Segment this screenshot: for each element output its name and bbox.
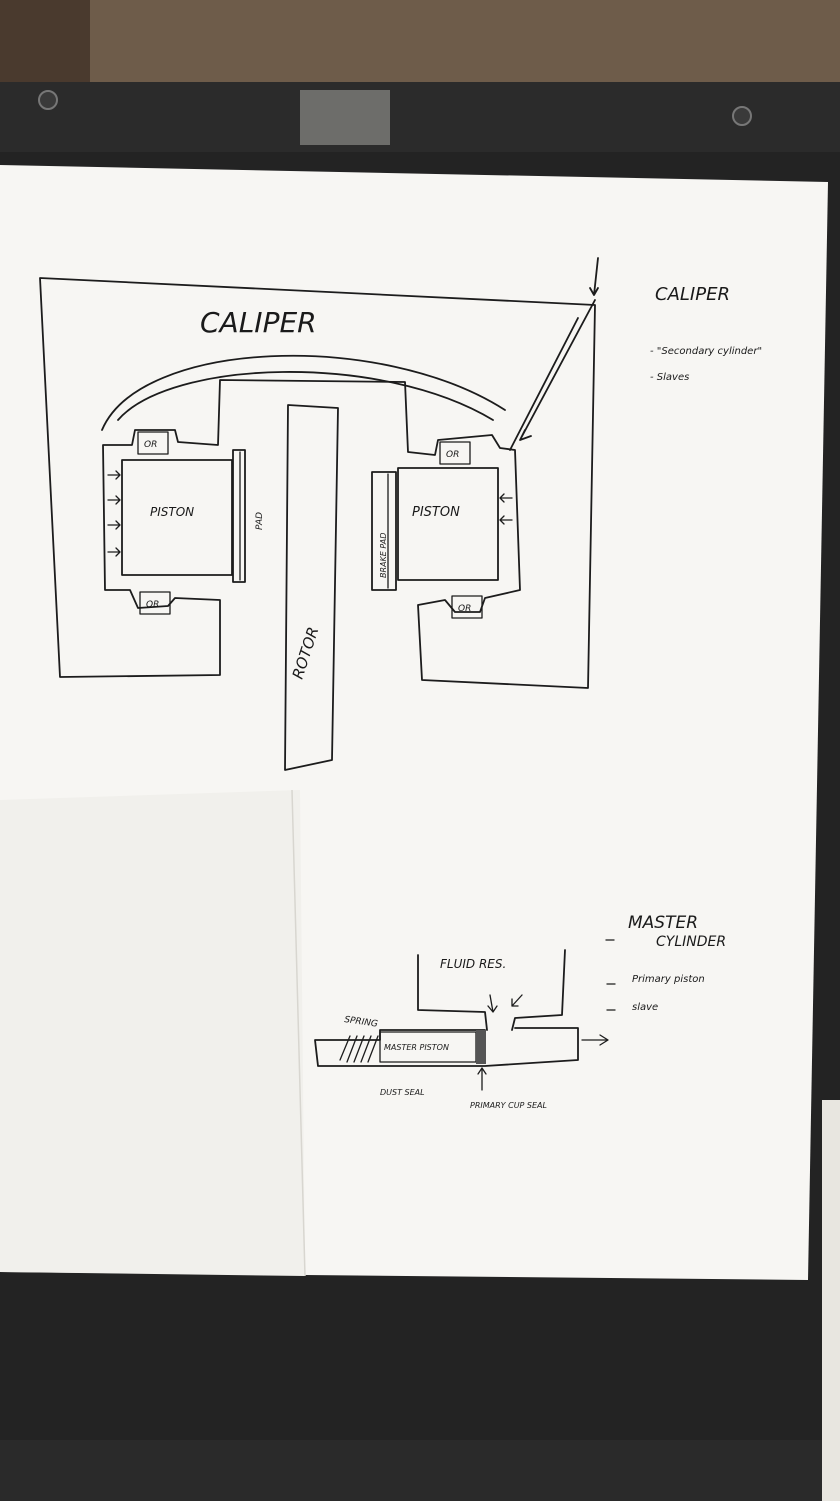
left-pad bbox=[232, 449, 246, 583]
caliper-note-2: - Slaves bbox=[650, 372, 689, 383]
board-scuff bbox=[300, 90, 390, 145]
right-pad bbox=[371, 471, 397, 591]
board-top-rail bbox=[0, 82, 840, 152]
right-pad-label: BRAKE PAD bbox=[379, 533, 388, 578]
inlet-arrow-icon bbox=[509, 257, 599, 451]
caliper-title: CALIPER bbox=[200, 306, 317, 339]
seal-or-label-1: OR bbox=[144, 440, 157, 450]
master-cylinder-diagram: FLUID RES. SPRING MASTER PISTON DUST SEA… bbox=[314, 949, 609, 1110]
output-arrow-icon bbox=[581, 1034, 609, 1046]
seal-or-left-bottom bbox=[139, 591, 171, 615]
reservoir-label: FLUID RES. bbox=[440, 957, 506, 971]
left-pad-label: PAD bbox=[255, 512, 265, 530]
fluid-reservoir bbox=[417, 949, 566, 1031]
seal-or-label-3: OR bbox=[446, 450, 459, 460]
caliper-notes: CALIPER - "Secondary cylinder" - Slaves bbox=[650, 284, 762, 383]
right-piston bbox=[397, 467, 499, 581]
seal-or-left-top bbox=[137, 431, 169, 455]
master-notes-heading-1: MASTER bbox=[628, 913, 698, 933]
side-paper bbox=[822, 1100, 840, 1501]
clip-right-icon bbox=[732, 106, 752, 126]
seal-or-label-2: OR bbox=[146, 600, 159, 610]
primary-cup-seal bbox=[476, 1030, 486, 1064]
master-notes: MASTER CYLINDER Primary piston slave bbox=[605, 913, 726, 1013]
cup-seal-label: PRIMARY CUP SEAL bbox=[470, 1101, 547, 1110]
pressure-arrows-right bbox=[499, 493, 513, 525]
left-piston-label: PISTON bbox=[150, 505, 194, 519]
master-piston-label: MASTER PISTON bbox=[384, 1043, 449, 1052]
spring-icon bbox=[339, 1035, 379, 1063]
right-piston-label: PISTON bbox=[412, 505, 460, 520]
seal-or-right-top bbox=[439, 441, 471, 465]
caliper-body-outline bbox=[39, 277, 596, 689]
master-note-1: Primary piston bbox=[632, 974, 705, 985]
caliper-notes-heading: CALIPER bbox=[655, 284, 730, 305]
left-piston bbox=[121, 459, 233, 576]
master-note-2: slave bbox=[632, 1002, 658, 1013]
caliper-note-1: - "Secondary cylinder" bbox=[650, 346, 762, 357]
paper-sheet-left bbox=[0, 790, 305, 1276]
pressure-arrows-left bbox=[107, 470, 121, 557]
reservoir-arrow-icon bbox=[487, 994, 523, 1013]
spring-label: SPRING bbox=[344, 1015, 379, 1030]
board-bottom-rail bbox=[0, 1440, 840, 1501]
seal-or-label-4: OR bbox=[458, 604, 471, 614]
master-notes-heading-2: CYLINDER bbox=[656, 934, 726, 950]
paper-seam bbox=[291, 789, 306, 1277]
master-notes-dashes bbox=[605, 939, 616, 1011]
caliper-diagram: CALIPER PISTON PISTON PAD BRAKE PAD ROTO… bbox=[39, 257, 599, 771]
wall-shadow bbox=[0, 0, 90, 90]
seal-or-right-bottom bbox=[451, 595, 483, 619]
clip-left-icon bbox=[38, 90, 58, 110]
cup-seal-pointer-icon bbox=[477, 1067, 487, 1091]
dust-seal-label: DUST SEAL bbox=[380, 1088, 425, 1097]
fluid-passage-arc bbox=[101, 354, 506, 431]
rotor-outline bbox=[284, 404, 339, 771]
